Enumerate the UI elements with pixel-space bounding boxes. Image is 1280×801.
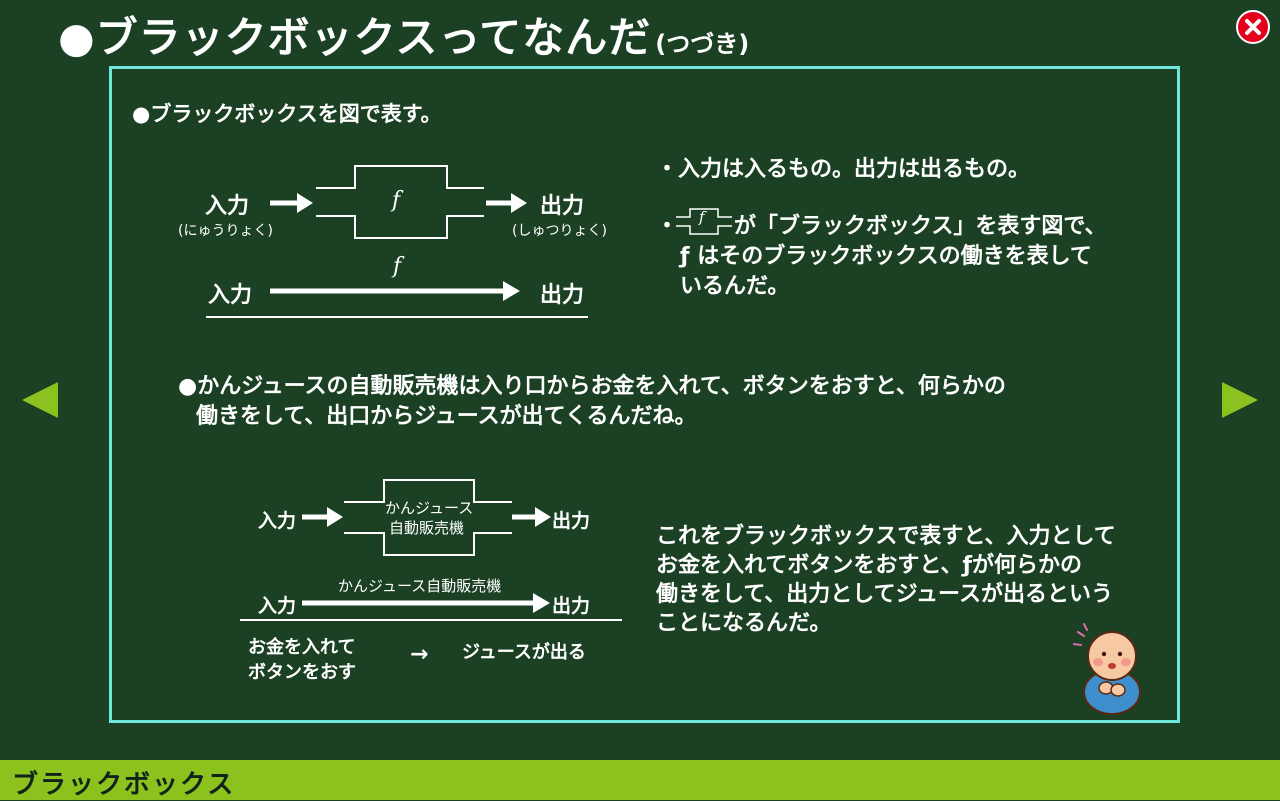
triangle-right-icon — [1222, 382, 1258, 418]
vm-box-line2: 自動販売機 — [389, 519, 465, 537]
vm-bottom-left-line1: お金を入れて — [248, 637, 356, 658]
content-panel — [109, 66, 1180, 723]
vm-line-input-label: 入力 — [258, 595, 297, 617]
title-subtitle: (つづき) — [655, 30, 750, 58]
page-title: ●ブラックボックスってなんだ (つづき) — [58, 4, 750, 62]
line-output-label: 出力 — [540, 283, 585, 308]
bullet-blackbox-line1: が「ブラックボックス」を表す図で、 — [734, 214, 1107, 239]
title-main: ●ブラックボックスってなんだ — [58, 13, 652, 62]
bullet2-prefix: ・ — [656, 214, 679, 239]
close-icon — [1245, 19, 1261, 35]
vm-box-line1: かんジュース — [385, 499, 474, 517]
next-page-button[interactable] — [1220, 380, 1260, 424]
inline-box-f: f — [699, 208, 705, 226]
bullet-blackbox-line2: ƒ はそのブラックボックスの働きを表して — [680, 244, 1092, 269]
baby-mascot-icon — [1073, 623, 1141, 715]
vm-input-label: 入力 — [258, 510, 297, 532]
diagram-f-label: f — [392, 188, 401, 213]
explanation-line3: 働きをして、出力としてジュースが出るという — [656, 582, 1113, 607]
diagram-output-label: 出力 — [540, 194, 585, 219]
vm-bottom-left-line2: ボタンをおす — [248, 662, 356, 683]
footer-label: ブラックボックス — [12, 770, 236, 800]
prev-page-button[interactable] — [20, 380, 60, 424]
close-button[interactable] — [1236, 10, 1270, 44]
triangle-left-icon — [22, 382, 58, 418]
section1-heading: ●ブラックボックスを図で表す。 — [132, 102, 442, 126]
explanation-line1: これをブラックボックスで表すと、入力として — [656, 524, 1116, 549]
line-input-label: 入力 — [208, 283, 253, 308]
explanation-line4: ことになるんだ。 — [656, 611, 832, 636]
section2-paragraph-line1: ●かんジュースの自動販売機は入り口からお金を入れて、ボタンをおすと、何らかの — [178, 374, 1006, 399]
footer-bar: ブラックボックス — [0, 760, 1280, 800]
diagram-input-reading: (にゅうりょく) — [178, 223, 273, 239]
vm-bottom-right: ジュースが出る — [462, 642, 586, 663]
vm-bottom-arrow: → — [410, 642, 429, 667]
diagram-output-reading: (しゅつりょく) — [512, 223, 607, 239]
vm-output-label: 出力 — [552, 510, 591, 532]
section2-paragraph-line2: 働きをして、出口からジュースが出てくるんだね。 — [196, 404, 697, 429]
diagram-input-label: 入力 — [205, 194, 250, 219]
vm-line-label: かんジュース自動販売機 — [338, 577, 502, 595]
bullet-blackbox-line3: いるんだ。 — [680, 274, 790, 299]
explanation-line2: お金を入れてボタンをおすと、ƒが何らかの — [656, 553, 1083, 578]
bullet-input-output: ・入力は入るもの。出力は出るもの。 — [656, 157, 1031, 182]
line-f-label: f — [393, 254, 402, 279]
vm-line-output-label: 出力 — [552, 595, 591, 617]
